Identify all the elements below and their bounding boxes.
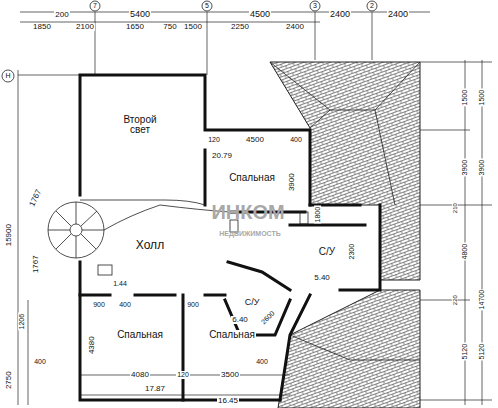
axis-marker: 7 bbox=[92, 2, 98, 9]
room-label: С/У bbox=[244, 298, 261, 307]
area: 6.40 bbox=[231, 316, 249, 324]
axis-marker: Н bbox=[4, 72, 11, 79]
dimension: 1.44 bbox=[112, 280, 128, 287]
dimension: 220 bbox=[452, 294, 458, 306]
dimension: 3900 bbox=[461, 159, 468, 177]
room-label: Спальная bbox=[116, 330, 164, 341]
dimension: 2400 bbox=[285, 23, 305, 31]
dimension: 3900 bbox=[478, 159, 485, 177]
dimension: 4500 bbox=[245, 136, 265, 144]
dimension: 4800 bbox=[461, 243, 468, 261]
dimension: 3900 bbox=[288, 172, 296, 192]
dimension: 120 bbox=[207, 136, 221, 143]
axis-marker: 3 bbox=[312, 2, 318, 9]
room-label: Холл bbox=[135, 239, 165, 252]
dimension: 5400 bbox=[129, 10, 151, 19]
dimension: 210 bbox=[452, 202, 458, 214]
area: 16.45 bbox=[217, 397, 239, 405]
dimension: 400 bbox=[33, 358, 47, 365]
dimension: 1500 bbox=[183, 23, 203, 31]
dimension: 4080 bbox=[130, 371, 150, 379]
dimension: 1767 bbox=[28, 187, 44, 208]
dimension: 1850 bbox=[32, 23, 52, 31]
dimension: 120 bbox=[176, 371, 190, 378]
dimension: 2600 bbox=[259, 309, 277, 327]
dimension: 1767 bbox=[32, 254, 40, 274]
dimension: 1206 bbox=[18, 313, 25, 331]
dimension: 3500 bbox=[220, 371, 240, 379]
dimension: 1800 bbox=[314, 206, 321, 224]
dimension: 4500 bbox=[249, 10, 271, 19]
area: 5.40 bbox=[313, 274, 331, 282]
dimension: 2250 bbox=[230, 23, 250, 31]
dimension: 2400 bbox=[387, 10, 409, 19]
room-label: С/У bbox=[318, 247, 336, 258]
dimension: 14700 bbox=[478, 289, 485, 310]
room-label: Спальная bbox=[208, 330, 256, 341]
dimension: 400 bbox=[289, 136, 303, 143]
watermark: НЕДВИЖИМОСТЬ bbox=[218, 230, 282, 237]
room-label: Второй свет bbox=[113, 115, 167, 136]
area: 20.79 bbox=[211, 152, 233, 160]
dimension: 5120 bbox=[478, 343, 485, 361]
room-label: Спальная bbox=[228, 173, 276, 184]
dimension: 400 bbox=[255, 358, 269, 365]
dimension: 2750 bbox=[5, 370, 13, 390]
dimension: 900 bbox=[186, 301, 200, 308]
axis-marker: 2 bbox=[369, 2, 375, 9]
dimension: 4380 bbox=[88, 335, 96, 355]
dimension: 750 bbox=[162, 23, 177, 31]
dimension: 400 bbox=[118, 301, 132, 308]
dimension: 5120 bbox=[461, 343, 468, 361]
dimension: 15900 bbox=[5, 223, 13, 247]
watermark: ИНКОМ bbox=[210, 202, 285, 223]
dimension: 2100 bbox=[75, 23, 95, 31]
dimension: 1500 bbox=[478, 89, 485, 107]
dimension: 900 bbox=[92, 301, 106, 308]
dimension: 2400 bbox=[329, 10, 351, 19]
dimension: 1500 bbox=[461, 89, 468, 107]
dimension: 1650 bbox=[125, 23, 145, 31]
dimension: 200 bbox=[54, 11, 69, 19]
dimension: 2300 bbox=[348, 243, 355, 261]
area: 17.87 bbox=[144, 385, 166, 393]
axis-marker: 5 bbox=[204, 2, 210, 9]
